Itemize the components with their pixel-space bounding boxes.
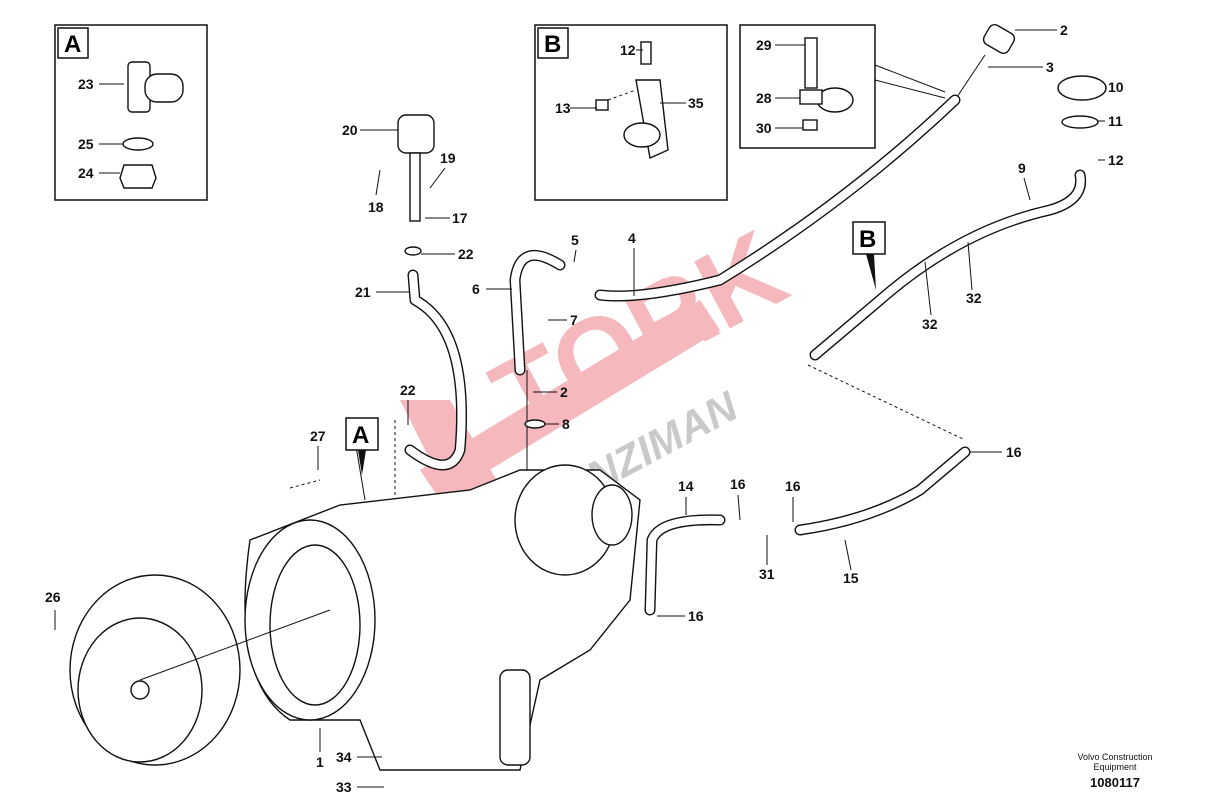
callout-24: 24 <box>78 165 94 181</box>
callout-34: 34 <box>336 749 352 765</box>
view-pointer-a: A <box>345 417 379 475</box>
nut <box>119 164 157 189</box>
callout-13: 13 <box>555 100 571 116</box>
callout-leader <box>573 249 577 263</box>
inset-a: A <box>54 24 208 201</box>
callout-30: 30 <box>756 120 772 136</box>
callout-leader <box>375 169 381 196</box>
callout-5: 5 <box>571 232 579 248</box>
callout-29: 29 <box>756 37 772 53</box>
callout-28: 28 <box>756 90 772 106</box>
callout-7: 7 <box>570 312 578 328</box>
callout-leader <box>737 494 741 521</box>
callout-32: 32 <box>922 316 938 332</box>
company-line1: Volvo Construction <box>1077 752 1153 762</box>
callout-16: 16 <box>785 478 801 494</box>
callout-22: 22 <box>458 246 474 262</box>
footer: Volvo Construction Equipment 1080117 <box>1060 752 1170 790</box>
pointer-b-label: B <box>859 226 876 253</box>
callout-10: 10 <box>1108 79 1124 95</box>
callout-leader <box>844 539 852 571</box>
callout-18: 18 <box>368 199 384 215</box>
callout-22: 22 <box>400 382 416 398</box>
o-ring <box>122 137 154 151</box>
callout-15: 15 <box>843 570 859 586</box>
callout-31: 31 <box>759 566 775 582</box>
callout-33: 33 <box>336 779 352 795</box>
callout-35: 35 <box>688 95 704 111</box>
callout-20: 20 <box>342 122 358 138</box>
inset-b: B <box>534 24 728 201</box>
callout-3: 3 <box>1046 59 1054 75</box>
callout-leader <box>924 261 932 316</box>
callout-1: 1 <box>316 754 324 770</box>
callout-21: 21 <box>355 284 371 300</box>
callout-12: 12 <box>1108 152 1124 168</box>
callout-25: 25 <box>78 136 94 152</box>
breather-filter <box>397 114 435 154</box>
company-line2: Equipment <box>1093 762 1137 772</box>
transmission <box>69 439 641 771</box>
callout-8: 8 <box>562 416 570 432</box>
callout-12: 12 <box>620 42 636 58</box>
callout-9: 9 <box>1018 160 1026 176</box>
callout-16: 16 <box>730 476 746 492</box>
callout-32: 32 <box>966 290 982 306</box>
callout-17: 17 <box>452 210 468 226</box>
callout-23: 23 <box>78 76 94 92</box>
callout-2: 2 <box>560 384 568 400</box>
view-pointer-b: B <box>852 221 886 290</box>
callout-19: 19 <box>440 150 456 166</box>
callout-27: 27 <box>310 428 326 444</box>
drawing-number: 1080117 <box>1090 775 1140 790</box>
callout-26: 26 <box>45 589 61 605</box>
callout-2: 2 <box>1060 22 1068 38</box>
filler-cap <box>1057 75 1107 101</box>
pointer-a-label: A <box>352 422 369 449</box>
callout-16: 16 <box>688 608 704 624</box>
inset-b-badge: B <box>544 31 561 58</box>
callout-11: 11 <box>1108 113 1123 129</box>
callout-leader <box>429 167 446 189</box>
callout-14: 14 <box>678 478 694 494</box>
callout-leader <box>967 241 973 291</box>
callout-16: 16 <box>1006 444 1022 460</box>
callout-4: 4 <box>628 230 636 246</box>
callout-leader <box>1023 177 1031 201</box>
inset-a-badge: A <box>64 31 81 58</box>
inset-clamp <box>739 24 946 149</box>
callout-6: 6 <box>472 281 480 297</box>
hoses <box>289 23 1107 620</box>
